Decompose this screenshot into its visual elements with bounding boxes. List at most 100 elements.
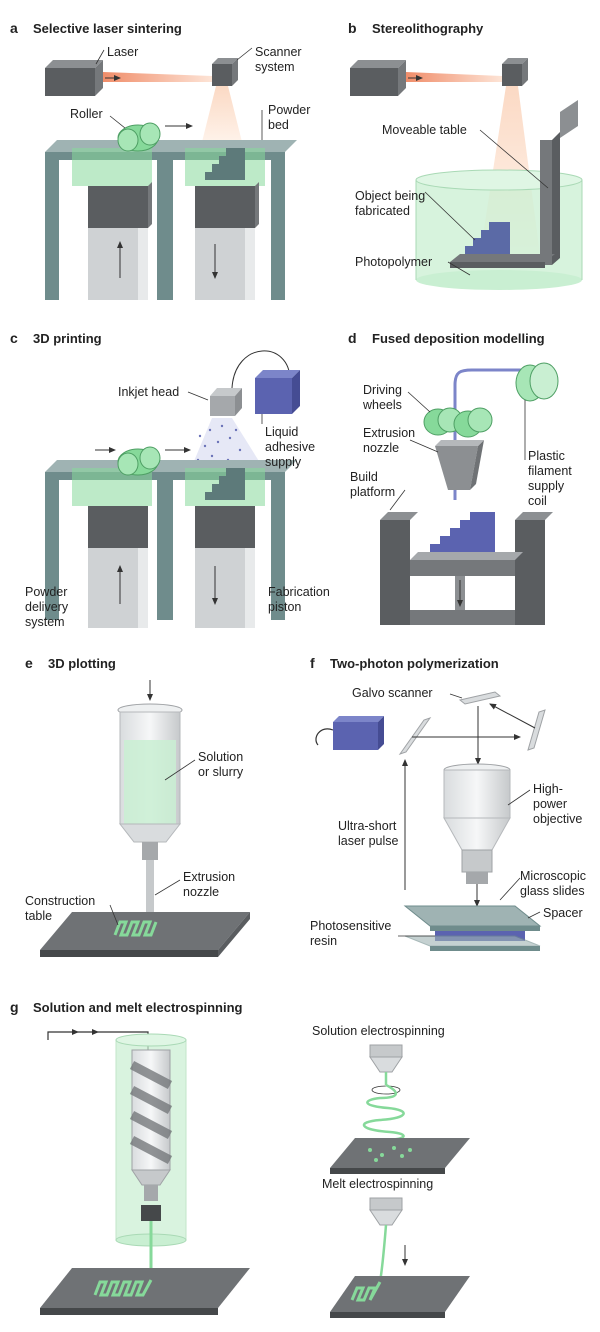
panel-letter: d: [348, 330, 357, 346]
laser-source: [45, 60, 103, 96]
label: Melt electrospinning: [322, 1177, 433, 1191]
label: system: [25, 615, 65, 629]
construction-table: [40, 912, 250, 957]
label: supply: [528, 479, 565, 493]
label: nozzle: [363, 441, 399, 455]
laser-source: [350, 60, 406, 96]
build-platform: [380, 512, 553, 625]
panel-d: d Fused deposition modelling: [348, 330, 572, 625]
label: or slurry: [198, 765, 244, 779]
label: Fabrication: [268, 585, 330, 599]
label: delivery: [25, 600, 69, 614]
panel-letter: e: [25, 655, 33, 671]
roller: [117, 122, 161, 152]
label: system: [255, 60, 295, 74]
driving-wheels: [423, 407, 493, 438]
glass-slides: [403, 905, 542, 951]
moveable-table: [450, 100, 578, 268]
scanner-system: [502, 58, 528, 86]
panel-title: Selective laser sintering: [33, 21, 182, 36]
label: Liquid: [265, 425, 298, 439]
label: Driving: [363, 383, 402, 397]
panel-a: a Selective laser sintering: [10, 20, 310, 300]
fabricated-object: [430, 512, 495, 552]
label: Spacer: [543, 906, 583, 920]
label: Scanner: [255, 45, 302, 59]
label: Build: [350, 470, 378, 484]
panel-title: Solution and melt electrospinning: [33, 1000, 243, 1015]
laser-beam: [406, 72, 502, 82]
label: Microscopic: [520, 869, 586, 883]
solution-electrospinning: [330, 1044, 470, 1174]
label: fabricated: [355, 204, 410, 218]
panel-title: 3D plotting: [48, 656, 116, 671]
collector-plate: [40, 1268, 250, 1315]
label: Powder: [268, 103, 310, 117]
panel-title: Two-photon polymerization: [330, 656, 499, 671]
label: Photosensitive: [310, 919, 391, 933]
panel-letter: f: [310, 655, 315, 671]
laser-beam: [103, 72, 212, 82]
label: Roller: [70, 107, 103, 121]
panel-title: Fused deposition modelling: [372, 331, 545, 346]
label: objective: [533, 812, 582, 826]
mirror: [527, 709, 546, 751]
panel-title: 3D printing: [33, 331, 102, 346]
laser-source: [315, 716, 384, 750]
label: Object being: [355, 189, 425, 203]
label: Extrusion: [183, 870, 235, 884]
fabricated-object: [205, 468, 245, 500]
label: Extrusion: [363, 426, 415, 440]
liquid-adhesive-supply: [255, 370, 300, 414]
objective: [443, 763, 511, 884]
melt-electrospinning: [330, 1197, 470, 1318]
panel-c: c 3D printing: [10, 330, 330, 629]
supply-coil: [515, 362, 559, 402]
panel-e: e 3D plotting Solution or slurry Extrusi…: [25, 655, 250, 957]
label: laser pulse: [338, 834, 398, 848]
label: High-: [533, 782, 563, 796]
label: bed: [268, 118, 289, 132]
label: coil: [528, 494, 547, 508]
galvo-mirror: [458, 691, 502, 705]
scanner-system: [212, 58, 238, 86]
laser-beam: [200, 86, 244, 150]
panel-letter: c: [10, 330, 18, 346]
panel-f: f Two-photon polymerization: [310, 655, 586, 951]
label: Moveable table: [382, 123, 467, 137]
label: nozzle: [183, 885, 219, 899]
roller: [117, 446, 161, 476]
panel-g: g Solution and melt electrospinning Solu…: [10, 999, 470, 1318]
label: Photopolymer: [355, 255, 432, 269]
label: filament: [528, 464, 572, 478]
mirror: [398, 717, 432, 755]
label: Construction: [25, 894, 95, 908]
panel-letter: b: [348, 20, 357, 36]
label: Powder: [25, 585, 67, 599]
label: adhesive: [265, 440, 315, 454]
label: table: [25, 909, 52, 923]
label: piston: [268, 600, 301, 614]
label: wheels: [362, 398, 402, 412]
adhesive-spray: [192, 418, 262, 466]
panel-title: Stereolithography: [372, 21, 484, 36]
label: Inkjet head: [118, 385, 179, 399]
label: Galvo scanner: [352, 686, 433, 700]
label: glass slides: [520, 884, 585, 898]
label: Ultra-short: [338, 819, 397, 833]
spinning-chamber: [115, 1033, 187, 1280]
label: Laser: [107, 45, 138, 59]
label: supply: [265, 455, 302, 469]
label: power: [533, 797, 567, 811]
panel-letter: a: [10, 20, 18, 36]
extrusion-nozzle: [435, 440, 484, 490]
syringe: [117, 703, 183, 918]
label: Plastic: [528, 449, 565, 463]
label: Solution: [198, 750, 243, 764]
plastic-filament: [453, 368, 535, 500]
panel-letter: g: [10, 999, 19, 1015]
panel-b: b Stereolithography: [348, 20, 583, 290]
inkjet-head: [210, 388, 242, 416]
label: platform: [350, 485, 395, 499]
